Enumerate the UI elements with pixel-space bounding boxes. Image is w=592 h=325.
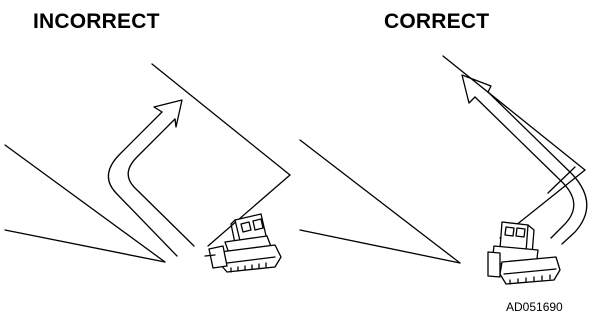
slope-edge-top-left — [151, 63, 291, 176]
arrow-head — [153, 99, 183, 128]
incorrect-title: INCORRECT — [33, 10, 160, 33]
slope-edge-bottom-left — [207, 174, 291, 247]
correct-panel — [299, 55, 588, 285]
reverse-then-forward-arrow — [461, 74, 588, 245]
incorrect-panel — [4, 63, 291, 273]
slope-edge-lower-left — [4, 229, 166, 263]
slope-edge-top-right — [442, 55, 586, 171]
bulldozer-icon — [204, 213, 282, 273]
figure-reference-code: AD051690 — [506, 300, 563, 314]
slope-edge-lower-right — [299, 229, 461, 264]
turn-arrow — [107, 99, 195, 257]
arrow-head — [461, 74, 492, 104]
correct-title: CORRECT — [384, 10, 490, 33]
slope-edge-upper-right — [299, 139, 461, 264]
bulldozer-icon — [487, 221, 561, 285]
slope-edge-upper-left — [4, 144, 166, 263]
